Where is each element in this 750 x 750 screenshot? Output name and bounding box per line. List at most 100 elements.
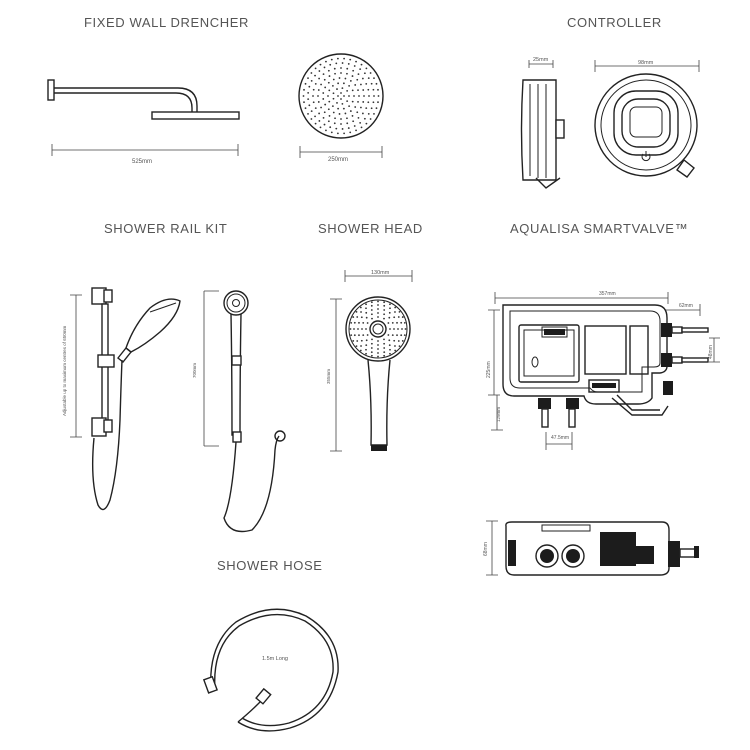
drencher-nozzle	[328, 89, 331, 92]
dim-valve-lower: 129mm	[496, 407, 501, 422]
drencher-nozzle	[367, 101, 370, 104]
shower-head-nozzle	[360, 345, 362, 347]
drencher-nozzle	[343, 95, 345, 97]
drencher-nozzle	[342, 107, 345, 110]
drencher-nozzle	[322, 116, 325, 119]
drencher-nozzle	[338, 77, 341, 79]
drencher-nozzle	[340, 67, 342, 69]
drencher-nozzle	[323, 111, 326, 114]
drencher-nozzle	[361, 112, 364, 115]
drencher-nozzle	[310, 72, 313, 74]
shower-head-nozzle	[352, 340, 355, 342]
drencher-nozzle	[314, 122, 317, 125]
drencher-nozzle	[343, 132, 345, 135]
shower-head-nozzle	[360, 311, 362, 313]
drencher-nozzle	[377, 101, 379, 104]
shower-head-nozzle	[397, 328, 399, 330]
controller-side-view: 25mm	[520, 57, 565, 189]
shower-head-nozzle	[359, 349, 362, 352]
shower-head-nozzle	[389, 328, 391, 330]
shower-head-nozzle	[370, 342, 373, 345]
dim-drencher-diameter: 250mm	[328, 157, 348, 163]
drencher-nozzle	[363, 117, 366, 120]
dim-valve-right: 48mm	[708, 345, 714, 359]
drencher-nozzle	[351, 100, 354, 103]
dim-valve-inlet-spacing: 47.5mm	[551, 435, 569, 441]
shower-head-nozzle	[377, 312, 379, 314]
title-shower-rail-kit: SHOWER RAIL KIT	[104, 221, 228, 236]
drencher-nozzle	[351, 75, 354, 77]
drencher-nozzle	[332, 92, 335, 95]
drencher-nozzle	[362, 101, 365, 103]
dim-valve-outlet: 62mm	[679, 303, 693, 309]
shower-head-nozzle	[361, 328, 363, 330]
drencher-nozzle	[317, 101, 320, 103]
shower-head-nozzle	[391, 321, 394, 324]
drencher-nozzle	[338, 113, 341, 115]
drencher-nozzle	[356, 111, 359, 114]
shower-head-nozzle	[362, 321, 365, 324]
drencher-nozzle	[377, 95, 380, 97]
shower-head-nozzle	[365, 307, 367, 310]
drencher-nozzle	[330, 131, 333, 134]
shower-head-nozzle	[383, 347, 386, 349]
drencher-nozzle	[348, 95, 350, 97]
drencher-nozzle	[341, 128, 344, 130]
shower-head-nozzle	[377, 300, 379, 303]
drencher-nozzle	[334, 72, 336, 75]
drencher-nozzle	[302, 95, 305, 97]
shower-head-nozzle	[388, 344, 391, 347]
shower-head-nozzle	[377, 304, 379, 306]
drencher-nozzle	[310, 79, 313, 82]
drencher-nozzle	[363, 95, 365, 97]
drencher-nozzle	[346, 117, 348, 120]
shower-head-nozzle	[365, 328, 367, 330]
shower-head-nozzle	[398, 345, 401, 348]
title-shower-head: SHOWER HEAD	[318, 221, 423, 236]
dim-rail-adjust: Adjustable up to maximum centres of 650m…	[62, 325, 67, 416]
shower-hose-drawing: 1.5m Long	[202, 608, 339, 732]
drencher-nozzle	[318, 112, 321, 115]
shower-head-nozzle	[377, 344, 379, 346]
shower-head-nozzle	[389, 348, 391, 351]
drencher-nozzle	[367, 88, 370, 91]
controller-front-view: 98mm	[594, 60, 700, 178]
drencher-nozzle	[353, 95, 355, 97]
drencher-nozzle	[340, 98, 342, 100]
drencher-nozzle	[314, 115, 316, 118]
shower-head-nozzle	[394, 306, 397, 309]
shower-head-nozzle	[360, 339, 363, 342]
shower-head-nozzle	[370, 347, 373, 349]
drencher-nozzle	[341, 87, 344, 90]
drencher-nozzle	[330, 58, 333, 61]
drencher-nozzle	[327, 81, 330, 84]
drencher-nozzle	[325, 60, 327, 63]
drencher-nozzle	[314, 82, 317, 85]
shower-head-nozzle	[365, 344, 368, 347]
drencher-nozzle	[320, 106, 322, 109]
dim-hose-length: 1.5m Long	[262, 656, 288, 662]
dim-controller-depth: 25mm	[533, 57, 549, 63]
shower-head-nozzle	[383, 304, 386, 307]
rail-kit-handset: 700mm	[192, 290, 286, 533]
drencher-nozzle	[318, 77, 321, 80]
drencher-nozzle	[369, 118, 372, 120]
drencher-nozzle	[347, 63, 350, 65]
shower-head-nozzle	[370, 301, 373, 304]
drencher-nozzle	[349, 58, 352, 61]
drencher-nozzle	[340, 72, 342, 74]
drencher-nozzle	[353, 65, 356, 67]
shower-head-nozzle	[388, 311, 391, 314]
shower-head-nozzle	[370, 351, 373, 354]
drencher-nozzle	[370, 107, 373, 110]
shower-head-nozzle	[352, 316, 355, 318]
shower-head-nozzle	[403, 334, 406, 337]
drencher-nozzle	[341, 102, 344, 105]
drencher-nozzle	[358, 95, 360, 97]
drencher-nozzle	[329, 63, 332, 66]
smartvalve-top-view: 68mm	[483, 520, 699, 576]
title-fixed-wall-drencher: FIXED WALL DRENCHER	[84, 15, 250, 30]
drencher-nozzle	[323, 66, 326, 69]
shower-head-nozzle	[358, 334, 360, 337]
shower-head-nozzle	[359, 306, 362, 309]
